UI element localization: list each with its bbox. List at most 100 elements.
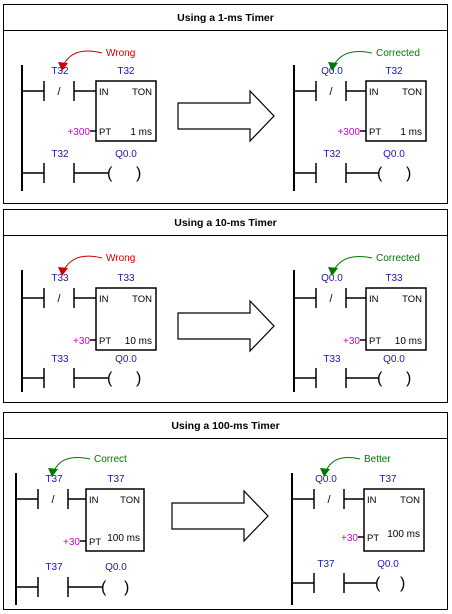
timer-preset: +30 (341, 533, 358, 544)
annotation-arrow (53, 457, 91, 472)
annotation-arrowhead (328, 267, 338, 276)
timer-ton-label: TON (132, 294, 152, 305)
coil-left: ( (375, 575, 381, 592)
coil-tag: Q0.0 (377, 559, 399, 570)
coil-tag: Q0.0 (105, 562, 127, 573)
annotation-label: Corrected (376, 48, 420, 59)
timer-in-label: IN (369, 294, 379, 305)
annotation-arrowhead (320, 468, 330, 477)
timer-ton-label: TON (400, 495, 420, 506)
coil-left: ( (377, 165, 383, 182)
contact-tag: T32 (51, 66, 69, 77)
nc-contact-slash: / (329, 293, 333, 305)
coil-left: ( (101, 579, 107, 596)
annotation-arrow (333, 51, 373, 66)
out-contact-tag: T37 (45, 562, 63, 573)
panel-title: Using a 100-ms Timer (4, 413, 447, 439)
panel-title: Using a 10-ms Timer (4, 210, 447, 236)
timer-ton-label: TON (120, 495, 140, 506)
timer-ton-label: TON (402, 87, 422, 98)
annotation-arrow (333, 256, 373, 271)
timer-box (95, 287, 157, 351)
timer-in-label: IN (369, 87, 379, 98)
out-contact-tag: T37 (317, 559, 335, 570)
timer-ton-label: TON (132, 87, 152, 98)
coil-left: ( (377, 370, 383, 387)
timer-box (365, 287, 427, 351)
timer-tag: T33 (385, 273, 403, 284)
annotation-arrow (63, 50, 103, 65)
annotation-label: Wrong (106, 253, 135, 264)
timer-preset: +300 (337, 127, 360, 138)
timer-pt-label: PT (369, 127, 381, 138)
transition-arrow (177, 89, 275, 143)
panel-1ms-timer: Using a 1-ms Timer / T32 T32 IN TON +300… (3, 4, 448, 204)
annotation-arrowhead (48, 468, 58, 477)
timer-preset: +30 (63, 537, 80, 548)
timer-ton-label: TON (402, 294, 422, 305)
contact-tag: Q0.0 (321, 273, 343, 284)
timer-resolution: 10 ms (125, 336, 152, 347)
coil-right: ) (400, 575, 405, 592)
timer-in-label: IN (99, 87, 109, 98)
timer-box (95, 80, 157, 142)
nc-contact-slash: / (51, 494, 55, 506)
transition-arrow (177, 299, 275, 353)
timer-resolution: 100 ms (107, 533, 140, 544)
annotation-arrowhead (58, 62, 68, 71)
timer-preset: +30 (343, 336, 360, 347)
ladder-diagram-pair: / T37 T37 IN TON +30 PT 100 ms T37 ( ) Q… (15, 454, 425, 605)
out-contact-tag: T33 (51, 354, 69, 365)
coil-right: ) (406, 165, 411, 182)
annotation-arrowhead (328, 62, 338, 71)
timer-resolution: 10 ms (395, 336, 422, 347)
timer-box (85, 488, 145, 552)
annotation-label: Corrected (376, 253, 420, 264)
timer-resolution: 100 ms (387, 529, 420, 540)
coil-tag: Q0.0 (383, 149, 405, 160)
timer-resolution: 1 ms (130, 127, 152, 138)
ladder-before: / T37 T37 IN TON +30 PT 100 ms T37 ( ) Q… (15, 454, 145, 605)
contact-tag: T37 (45, 474, 63, 485)
annotation-arrow (63, 255, 103, 271)
timer-in-label: IN (367, 495, 377, 506)
coil-tag: Q0.0 (115, 149, 137, 160)
timer-tag: T37 (107, 474, 125, 485)
transition-arrow (171, 489, 269, 543)
timer-pt-label: PT (99, 127, 111, 138)
timer-tag: T32 (385, 66, 403, 77)
panel-100ms-timer: Using a 100-ms Timer / T37 T37 IN TON +3… (3, 412, 448, 610)
coil-right: ) (136, 370, 141, 387)
annotation-label: Correct (94, 454, 127, 465)
timer-pt-label: PT (99, 336, 111, 347)
timer-box (365, 80, 427, 142)
panel-title: Using a 1-ms Timer (4, 5, 447, 31)
ladder-before: / T33 T33 IN TON +30 PT 10 ms T33 ( ) Q0… (21, 253, 157, 392)
ladder-after: / Q0.0 T33 IN TON +30 PT 10 ms T33 ( ) Q… (293, 253, 427, 392)
coil-tag: Q0.0 (383, 354, 405, 365)
timer-pt-label: PT (367, 533, 379, 544)
coil-left: ( (107, 370, 113, 387)
annotation-label: Better (364, 454, 391, 465)
timer-in-label: IN (99, 294, 109, 305)
ladder-diagram-pair: / T32 T32 IN TON +300 PT 1 ms T32 ( ) Q0… (21, 48, 427, 191)
out-contact-tag: T32 (51, 149, 69, 160)
coil-right: ) (136, 165, 141, 182)
coil-left: ( (107, 165, 113, 182)
ladder-before: / T32 T32 IN TON +300 PT 1 ms T32 ( ) Q0… (21, 48, 157, 191)
out-contact-tag: T33 (323, 354, 341, 365)
timer-tag: T33 (117, 273, 135, 284)
timer-tag: T32 (117, 66, 135, 77)
coil-right: ) (406, 370, 411, 387)
nc-contact-slash: / (327, 494, 331, 506)
timer-preset: +30 (73, 336, 90, 347)
nc-contact-slash: / (329, 86, 333, 98)
contact-tag: T33 (51, 273, 69, 284)
annotation-arrowhead (58, 267, 68, 276)
coil-tag: Q0.0 (115, 354, 137, 365)
timer-pt-label: PT (89, 537, 101, 548)
annotation-arrow (325, 457, 361, 472)
ladder-after: / Q0.0 T32 IN TON +300 PT 1 ms T32 ( ) Q… (293, 48, 427, 191)
timer-resolution: 1 ms (400, 127, 422, 138)
annotation-label: Wrong (106, 48, 135, 59)
